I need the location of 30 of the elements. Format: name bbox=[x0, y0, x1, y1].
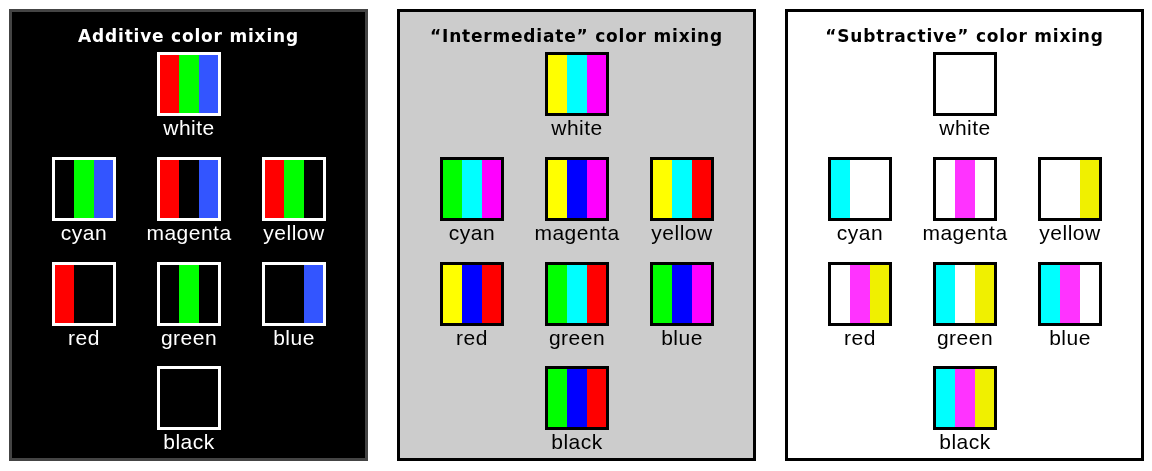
panel-title: Additive color mixing bbox=[77, 26, 300, 46]
swatch-label: cyan bbox=[448, 221, 496, 245]
swatch-label: white bbox=[163, 116, 215, 140]
swatch-label: blue bbox=[661, 326, 703, 350]
swatch-label: blue bbox=[1049, 326, 1091, 350]
swatch-label: red bbox=[68, 326, 100, 350]
swatch-label: green bbox=[548, 326, 606, 350]
swatch-label: magenta bbox=[534, 221, 620, 245]
swatch-label: cyan bbox=[836, 221, 884, 245]
swatch-label: white bbox=[551, 116, 603, 140]
swatch-label: yellow bbox=[1039, 221, 1101, 245]
swatch-label: black bbox=[163, 430, 215, 454]
swatch-label: magenta bbox=[922, 221, 1008, 245]
panel-title: “Intermediate” color mixing bbox=[429, 26, 724, 46]
swatch-label: red bbox=[456, 326, 488, 350]
swatch-label: cyan bbox=[60, 221, 108, 245]
swatch-label: black bbox=[551, 430, 603, 454]
panel bbox=[785, 9, 1144, 461]
swatch-label: yellow bbox=[263, 221, 325, 245]
swatch-label: green bbox=[936, 326, 994, 350]
panel bbox=[397, 9, 756, 461]
swatch-label: yellow bbox=[651, 221, 713, 245]
panel bbox=[9, 9, 368, 461]
swatch-label: blue bbox=[273, 326, 315, 350]
swatch-label: green bbox=[160, 326, 218, 350]
swatch-label: magenta bbox=[146, 221, 232, 245]
swatch-label: black bbox=[939, 430, 991, 454]
swatch-label: red bbox=[844, 326, 876, 350]
panel-title: “Subtractive” color mixing bbox=[824, 26, 1105, 46]
swatch-label: white bbox=[939, 116, 991, 140]
